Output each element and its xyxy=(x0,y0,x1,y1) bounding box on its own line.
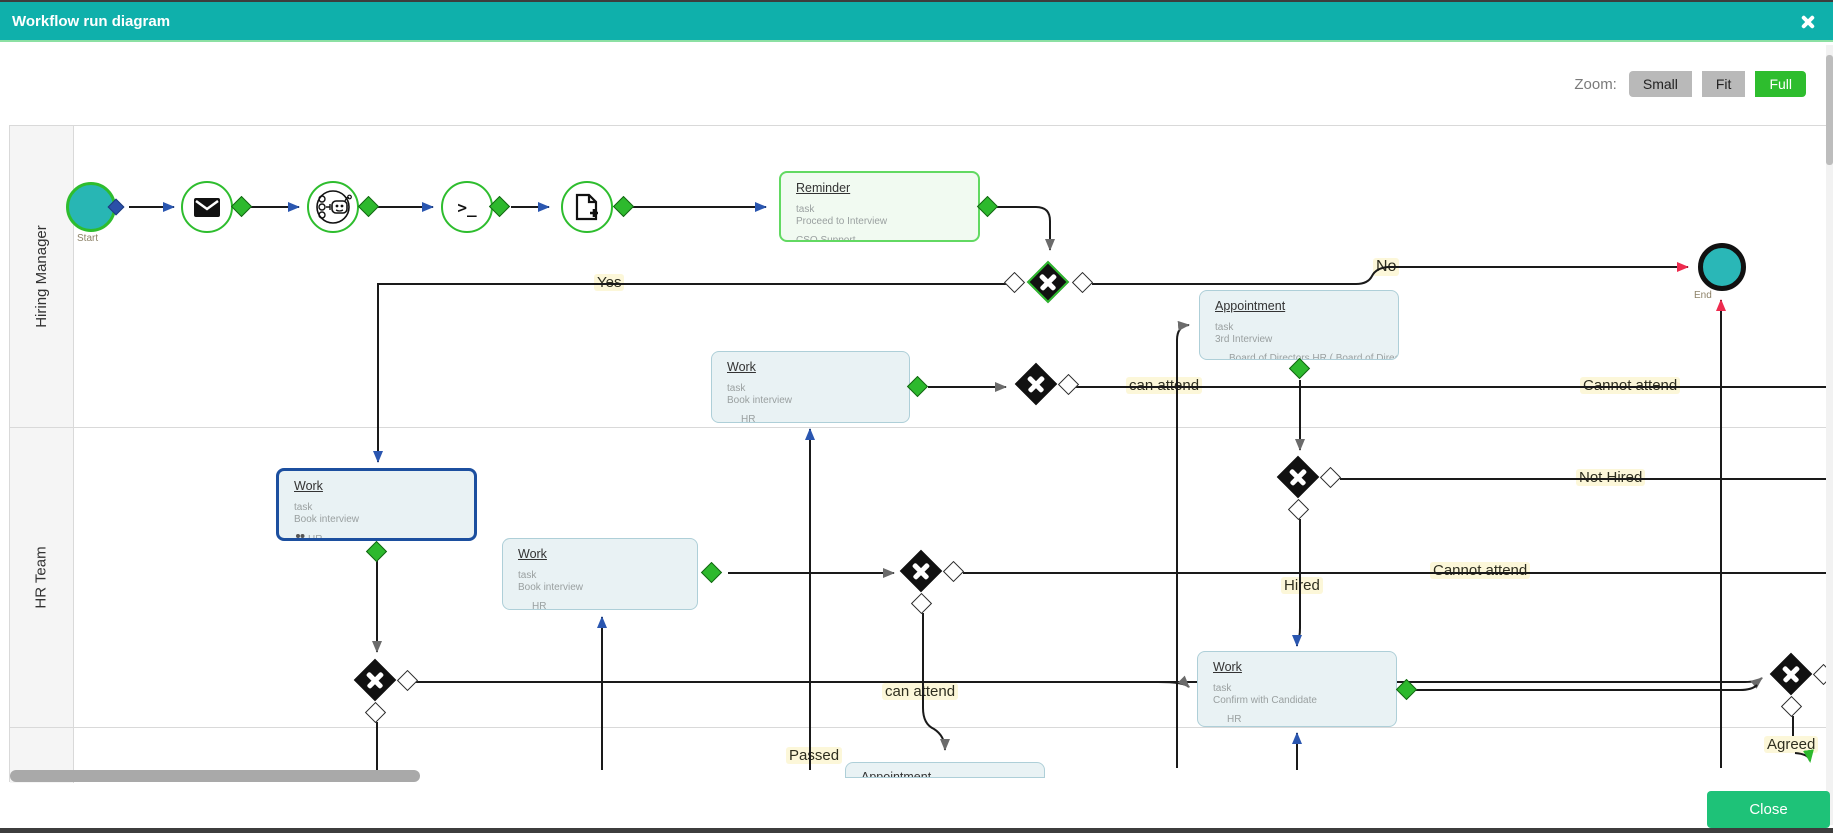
task-title: Appointment xyxy=(1215,299,1286,313)
task-book-interview-hm[interactable]: Work task Book interview HR xyxy=(711,351,910,423)
task-title: Work xyxy=(727,360,756,374)
edge-label-not-hired: Not Hired xyxy=(1576,469,1646,486)
end-event xyxy=(1698,243,1746,291)
task-name: Book interview xyxy=(518,582,584,593)
task-title: Reminder xyxy=(796,181,851,195)
close-icon[interactable] xyxy=(1799,13,1817,31)
file-plus-icon xyxy=(575,193,598,221)
task-appointment-partial[interactable]: Appointment xyxy=(845,762,1045,778)
step-create-document xyxy=(561,181,613,233)
terminal-icon: >_ xyxy=(457,197,477,217)
dialog-title: Workflow run diagram xyxy=(12,12,171,30)
edge-label-yes: Yes xyxy=(594,274,625,291)
task-type: task xyxy=(796,204,815,215)
task-title: Work xyxy=(294,479,323,493)
horizontal-scrollbar[interactable] xyxy=(10,770,420,782)
task-assignee: CSO Support xyxy=(796,235,856,242)
task-confirm-with-candidate[interactable]: Work task Confirm with Candidate HR xyxy=(1197,651,1397,727)
window-bottom-edge xyxy=(0,828,1833,833)
edge-label-cannot-attend-1: Cannot attend xyxy=(1580,377,1681,394)
end-event-label: End xyxy=(1694,290,1712,301)
envelope-icon xyxy=(194,197,220,217)
task-name: Confirm with Candidate xyxy=(1213,695,1317,706)
task-book-interview-selected[interactable]: Work task Book interview HR xyxy=(276,468,477,541)
task-reminder[interactable]: Reminder task Proceed to Interview CSO S… xyxy=(779,171,980,242)
edge-label-cannot-attend-2: Cannot attend xyxy=(1430,562,1531,579)
lane-hr-team: HR Team xyxy=(10,428,1833,728)
task-type: task xyxy=(1215,322,1234,333)
edge-label-can-attend-2: can attend xyxy=(882,683,959,700)
task-type: task xyxy=(1213,683,1232,694)
step-automation xyxy=(307,181,359,233)
edge-label-hired: Hired xyxy=(1281,577,1323,594)
dialog-titlebar: Workflow run diagram xyxy=(0,2,1833,42)
vertical-scrollbar-track[interactable] xyxy=(1826,45,1833,825)
task-type: task xyxy=(294,502,313,513)
task-title: Work xyxy=(518,547,547,561)
task-type: task xyxy=(518,570,537,581)
task-assignee: HR xyxy=(308,534,323,541)
task-assignee: Board of Directors,HR ( Board of Directo… xyxy=(1229,353,1398,360)
close-button[interactable]: Close xyxy=(1707,791,1830,828)
task-title: Work xyxy=(1213,660,1242,674)
task-assignee: HR xyxy=(741,414,756,423)
edge-label-agreed: Agreed xyxy=(1764,736,1819,753)
task-type: task xyxy=(727,383,746,394)
task-title: Appointment xyxy=(861,770,932,778)
vertical-scrollbar-thumb[interactable] xyxy=(1826,55,1833,165)
robot-icon xyxy=(316,190,352,224)
task-name: 3rd Interview xyxy=(1215,334,1273,345)
task-book-interview-hr[interactable]: Work task Book interview HR xyxy=(502,538,698,610)
task-assignee: HR xyxy=(1227,714,1242,725)
step-send-mail xyxy=(181,181,233,233)
lane-label: Hiring Manager xyxy=(10,126,74,427)
task-name: Book interview xyxy=(727,395,793,406)
start-event-label: Start xyxy=(77,233,99,244)
edge-label-passed: Passed xyxy=(786,747,843,764)
zoom-fit-button[interactable]: Fit xyxy=(1701,71,1746,97)
task-name: Proceed to Interview xyxy=(796,216,888,227)
task-name: Book interview xyxy=(294,514,360,525)
step-script: >_ xyxy=(441,181,493,233)
task-assignee: HR xyxy=(532,601,547,610)
lane-label: HR Team xyxy=(10,428,74,727)
task-assignee-row: HR xyxy=(294,533,474,541)
task-appointment-3rd-interview[interactable]: Appointment task 3rd Interview Board of … xyxy=(1199,290,1399,360)
zoom-small-button[interactable]: Small xyxy=(1628,71,1692,97)
window-top-edge xyxy=(0,0,1833,2)
people-icon xyxy=(296,534,305,538)
edge-label-no: No xyxy=(1373,258,1400,276)
zoom-label: Zoom: xyxy=(1574,75,1617,93)
zoom-full-button[interactable]: Full xyxy=(1755,71,1806,97)
zoom-toolbar: Zoom: Small Fit Full xyxy=(1574,71,1806,97)
edge-label-can-attend-1: can attend xyxy=(1126,377,1203,394)
